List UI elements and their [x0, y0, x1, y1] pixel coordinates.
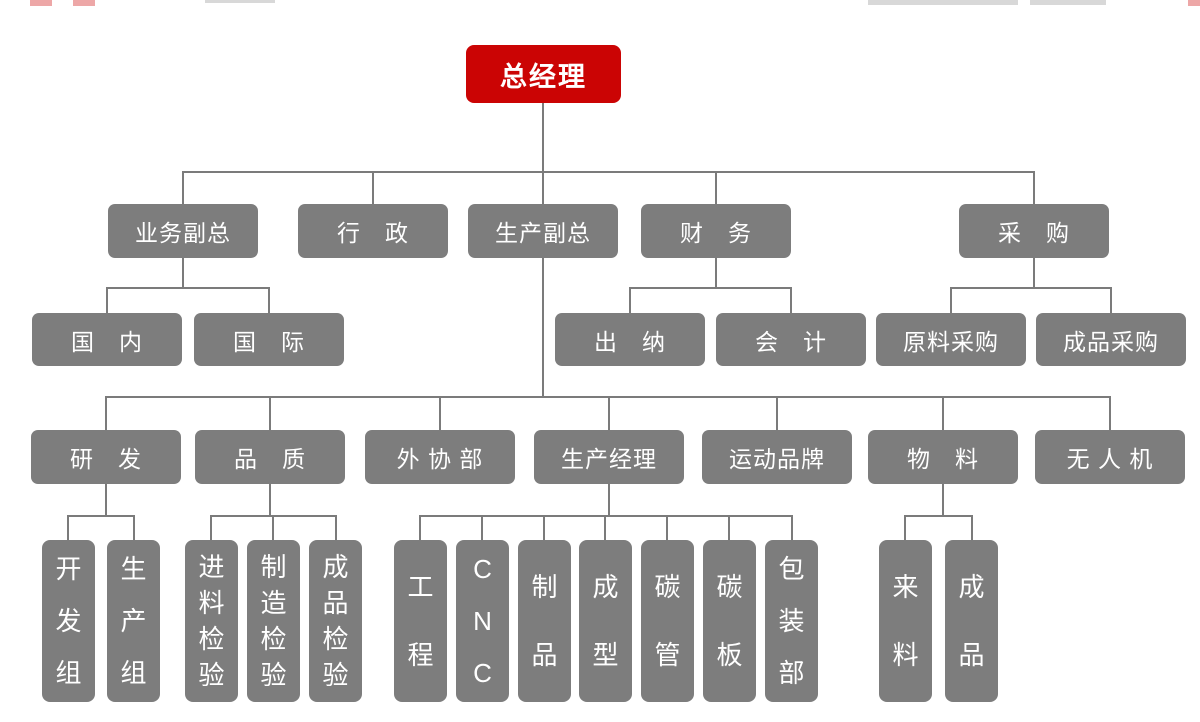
connector-line: [666, 515, 668, 540]
connector-line: [335, 515, 337, 540]
connector-line: [608, 484, 610, 515]
node-drone: 无 人 机: [1035, 430, 1185, 484]
connector-line: [105, 396, 1111, 398]
connector-line: [272, 515, 274, 540]
node-finished-purchasing: 成品采购: [1036, 313, 1186, 366]
node-quality: 品 质: [195, 430, 345, 484]
node-domestic: 国 内: [32, 313, 182, 366]
node-production-vp: 生产副总: [468, 204, 618, 258]
connector-line: [210, 515, 337, 517]
connector-line: [419, 515, 421, 540]
cropped-edge-fragment: [1030, 0, 1106, 5]
node-international: 国 际: [194, 313, 344, 366]
connector-line: [715, 258, 717, 287]
connector-line: [942, 396, 944, 430]
connector-line: [67, 515, 135, 517]
connector-line: [1110, 287, 1112, 313]
connector-line: [604, 515, 606, 540]
node-sports-brand: 运动品牌: [702, 430, 852, 484]
connector-line: [904, 515, 973, 517]
node-finished-goods: 成品: [945, 540, 998, 702]
connector-line: [182, 171, 184, 204]
connector-line: [419, 515, 793, 517]
connector-line: [268, 287, 270, 313]
node-rd: 研 发: [31, 430, 181, 484]
node-raw-purchasing: 原料采购: [876, 313, 1026, 366]
connector-line: [269, 484, 271, 515]
connector-line: [269, 396, 271, 430]
node-incoming-inspection: 进料检验: [185, 540, 238, 702]
node-engineering: 工程: [394, 540, 447, 702]
connector-line: [1109, 396, 1111, 430]
connector-line: [629, 287, 792, 289]
connector-line: [608, 396, 610, 430]
connector-line: [629, 287, 631, 313]
connector-line: [971, 515, 973, 540]
node-carbon-tube: 碳管: [641, 540, 694, 702]
connector-line: [481, 515, 483, 540]
node-finance: 财 务: [641, 204, 791, 258]
connector-line: [105, 396, 107, 430]
node-products: 制品: [518, 540, 571, 702]
connector-line: [542, 171, 544, 204]
connector-line: [904, 515, 906, 540]
connector-line: [133, 515, 135, 540]
connector-line: [950, 287, 1112, 289]
connector-line: [182, 171, 1035, 173]
node-production-group: 生产组: [107, 540, 160, 702]
node-materials: 物 料: [868, 430, 1018, 484]
node-molding: 成型: [579, 540, 632, 702]
cropped-edge-fragment: [1188, 0, 1200, 6]
connector-line: [776, 396, 778, 430]
connector-line: [182, 258, 184, 287]
node-production-manager: 生产经理: [534, 430, 684, 484]
cropped-edge-fragment: [73, 0, 95, 6]
connector-line: [542, 103, 544, 171]
connector-line: [67, 515, 69, 540]
connector-line: [942, 484, 944, 515]
node-manufacturing-inspection: 制造检验: [247, 540, 300, 702]
node-carbon-plate: 碳板: [703, 540, 756, 702]
node-administration: 行 政: [298, 204, 448, 258]
connector-line: [791, 515, 793, 540]
connector-line: [439, 396, 441, 430]
connector-line: [1033, 171, 1035, 204]
connector-line: [950, 287, 952, 313]
node-outsourcing: 外 协 部: [365, 430, 515, 484]
connector-line: [715, 171, 717, 204]
connector-line: [790, 287, 792, 313]
node-final-inspection: 成品检验: [309, 540, 362, 702]
node-cashier: 出 纳: [555, 313, 705, 366]
connector-line: [372, 171, 374, 204]
node-development-group: 开发组: [42, 540, 95, 702]
node-purchasing: 采 购: [959, 204, 1109, 258]
connector-line: [1033, 258, 1035, 287]
node-accounting: 会 计: [716, 313, 866, 366]
connector-line: [105, 484, 107, 515]
connector-line: [210, 515, 212, 540]
node-packaging: 包装部: [765, 540, 818, 702]
cropped-edge-fragment: [205, 0, 275, 3]
connector-line: [543, 515, 545, 540]
connector-line: [728, 515, 730, 540]
node-business-vp: 业务副总: [108, 204, 258, 258]
node-incoming-material: 来料: [879, 540, 932, 702]
cropped-edge-fragment: [868, 0, 1018, 5]
cropped-edge-fragment: [30, 0, 52, 6]
connector-line: [542, 258, 544, 396]
connector-line: [106, 287, 270, 289]
node-general-manager: 总经理: [466, 45, 621, 103]
connector-line: [106, 287, 108, 313]
